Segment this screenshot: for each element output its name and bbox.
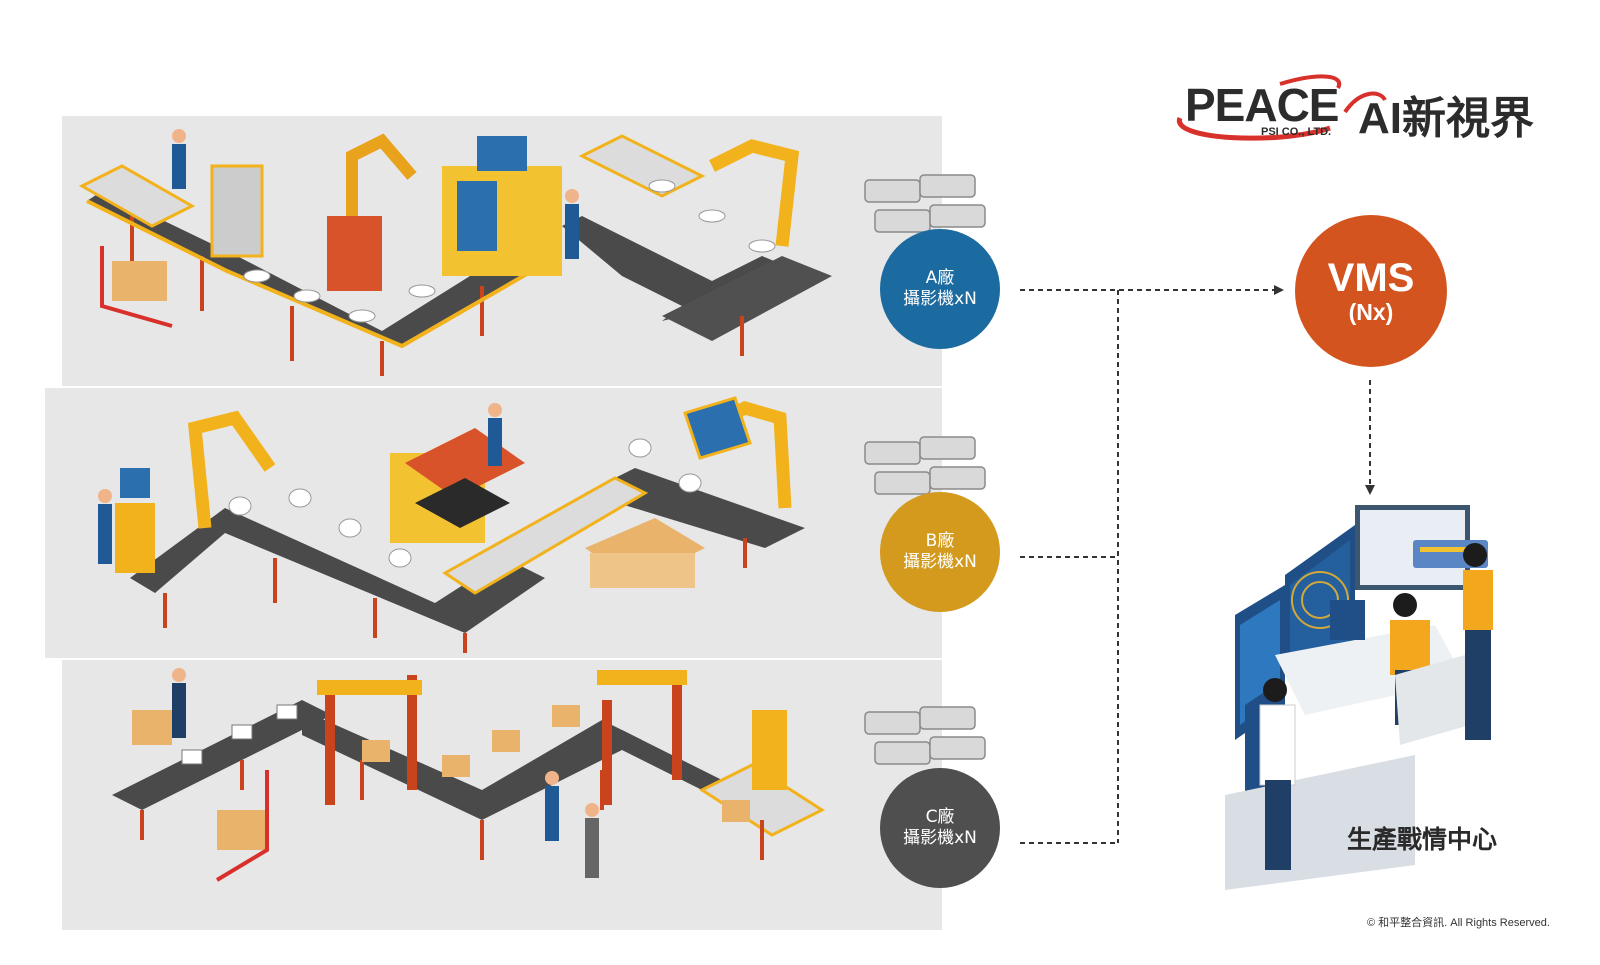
factory-b-illustration <box>45 388 942 658</box>
factory-a-badge: A廠 攝影機xN <box>880 229 1000 349</box>
arrow-to-center-icon <box>1365 485 1375 495</box>
factory-c-illustration <box>62 660 942 930</box>
factory-a-illustration <box>62 116 942 386</box>
vms-title: VMS <box>1327 256 1415 300</box>
control-center-illustration <box>1225 505 1493 890</box>
control-center-label: 生產戰情中心 <box>1347 825 1498 854</box>
arrow-to-vms-icon <box>1274 285 1284 295</box>
vms-node: VMS (Nx) <box>1295 215 1447 367</box>
factory-c-name: C廠 <box>925 807 955 827</box>
company-logo: PEACE PSI CO., LTD. AI新視界 <box>1160 70 1560 150</box>
camera-cluster-a-icon <box>864 174 986 233</box>
factory-b-name: B廠 <box>925 531 955 551</box>
camera-cluster-c-icon <box>864 706 986 765</box>
factory-a-name: A廠 <box>925 268 955 288</box>
factory-a-cameras: 攝影機xN <box>903 289 977 309</box>
copyright-notice: © 和平整合資訊. All Rights Reserved. <box>1367 917 1550 929</box>
factory-b-cameras: 攝影機xN <box>903 552 977 572</box>
factory-c-badge: C廠 攝影機xN <box>880 768 1000 888</box>
factory-b-badge: B廠 攝影機xN <box>880 492 1000 612</box>
ai-vision-title: AI新視界 <box>1358 94 1534 143</box>
factory-c-panel <box>62 660 942 930</box>
vms-subtitle: (Nx) <box>1348 299 1394 325</box>
factory-b-panel <box>45 388 942 658</box>
logo-wordmark: PEACE <box>1185 79 1339 131</box>
logo-swoosh-icon <box>1177 74 1387 141</box>
camera-cluster-b-icon <box>864 436 986 495</box>
factory-c-cameras: 攝影機xN <box>903 828 977 848</box>
logo-subtext: PSI CO., LTD. <box>1261 126 1332 138</box>
factory-a-panel <box>62 116 942 386</box>
